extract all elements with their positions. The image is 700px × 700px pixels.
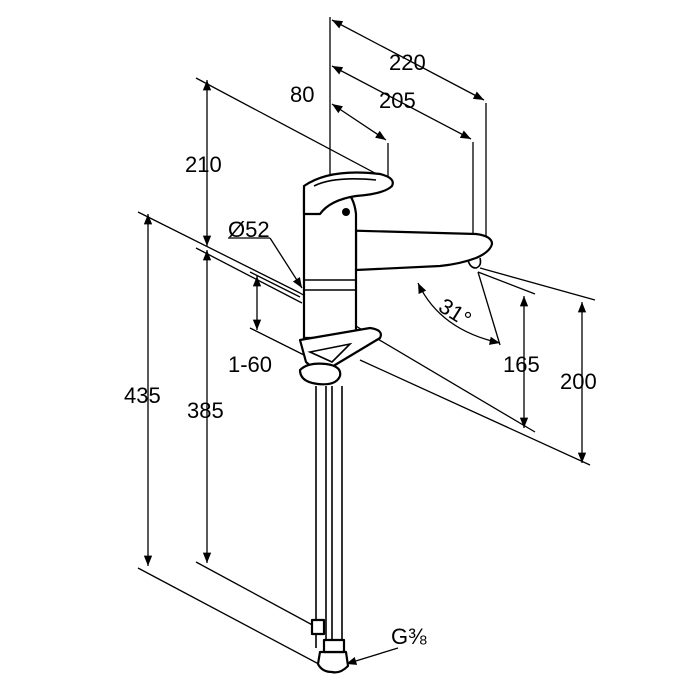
dim-385: 385 [187,398,224,423]
faucet-body [298,171,494,674]
dim-210: 210 [185,152,222,177]
extension-lines [137,17,596,671]
thread-g3-8: G⅜ [391,624,427,649]
dim-220: 220 [389,50,426,75]
dimension-lines [143,19,587,665]
dim-165: 165 [503,352,540,377]
dim-205: 205 [379,88,416,113]
dim-200: 200 [560,369,597,394]
dim-diameter-52: Ø52 [228,217,270,242]
dim-angle-31: 31° [434,293,475,332]
dim-435: 435 [124,383,161,408]
dim-80: 80 [290,82,314,107]
dim-1-60: 1-60 [228,352,272,377]
